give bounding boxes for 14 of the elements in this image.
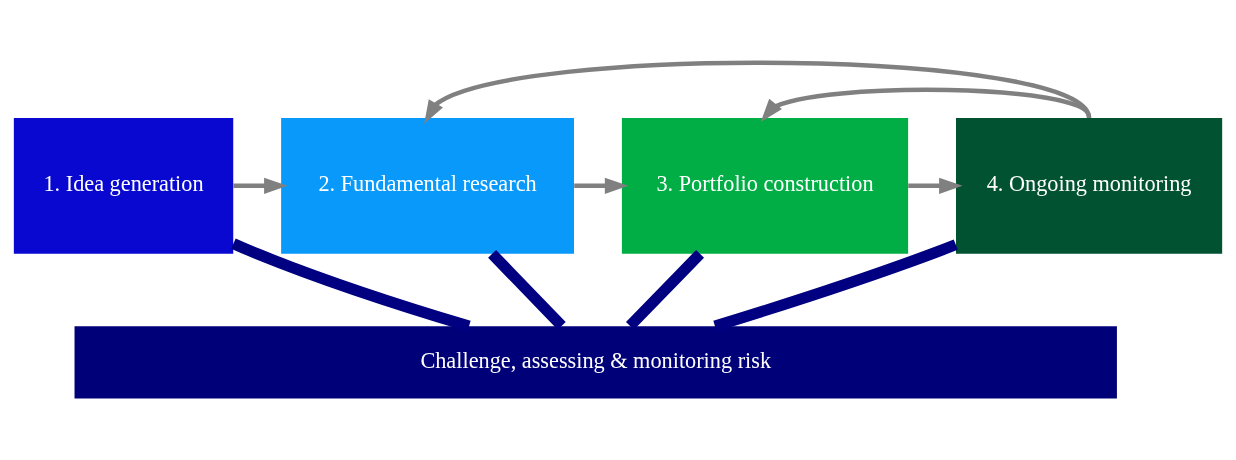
node-box: 2. Fundamental research [281,117,574,254]
connector [488,249,566,330]
node-box: Challenge, assessing & monitoring risk [74,325,1117,399]
node-box: 4. Ongoing monitoring [956,117,1223,254]
arrow [760,87,1091,122]
arrow [574,177,629,194]
connector [713,239,958,331]
arrow [908,177,963,194]
arrow [233,177,288,194]
connector [231,238,471,331]
node-box: 3. Portfolio construction [621,117,909,254]
connector [626,249,705,330]
arrow [424,60,1091,124]
node-box: 1. Idea generation [13,117,234,254]
